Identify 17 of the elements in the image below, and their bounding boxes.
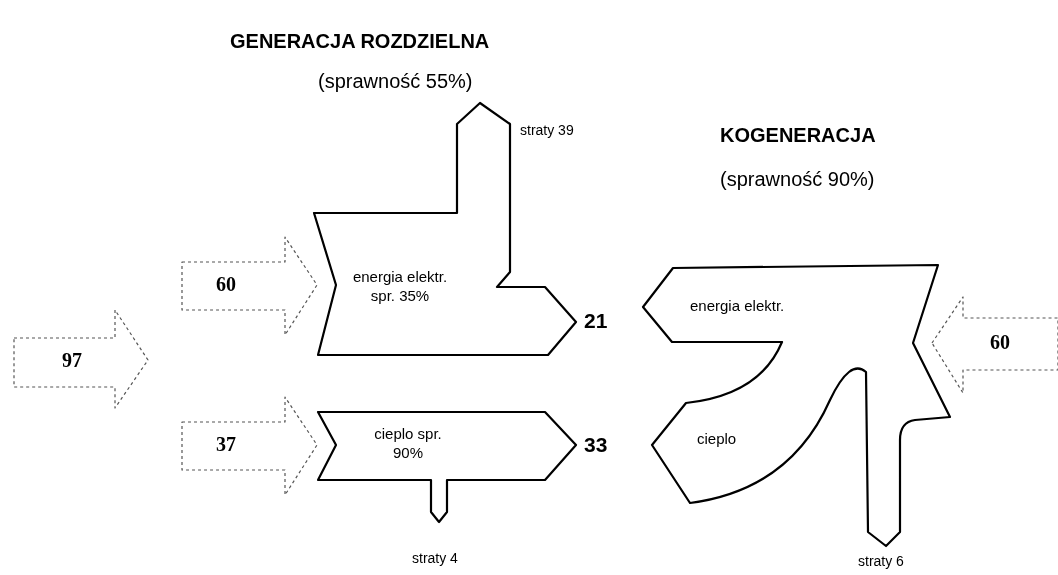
efficiency-note: (sprawność 90%)	[720, 168, 875, 191]
loss-label: straty 4	[412, 550, 458, 568]
output-value: 21	[584, 308, 608, 334]
section-heading: KOGENERACJA	[720, 124, 876, 147]
flow-value: 97	[62, 348, 82, 373]
flow-value: 37	[216, 432, 236, 457]
output-value: 33	[584, 432, 608, 458]
efficiency-note: (sprawność 55%)	[318, 70, 473, 93]
flow-value: 60	[990, 330, 1010, 355]
flow-label: cieplo spr. 90%	[373, 425, 443, 463]
flow-label: energia elektr. spr. 35%	[351, 268, 449, 306]
loss-label: straty 6	[858, 553, 904, 571]
loss-label: straty 39	[520, 122, 574, 140]
flow-label: cieplo	[697, 430, 737, 449]
flow-label: energia elektr.	[690, 297, 785, 316]
section-heading: GENERACJA ROZDZIELNA	[230, 30, 490, 53]
flow-value: 60	[216, 272, 236, 297]
